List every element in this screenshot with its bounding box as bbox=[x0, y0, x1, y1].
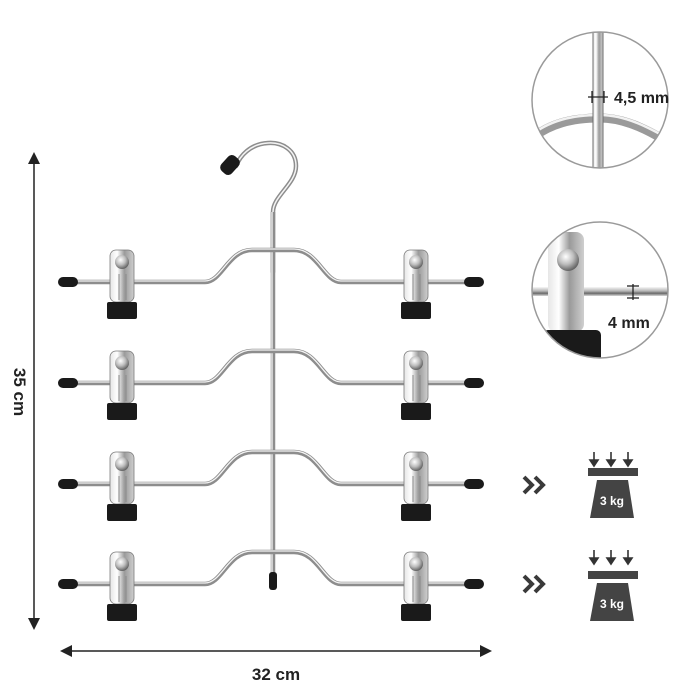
load-indicator-1: 3 kg bbox=[522, 452, 638, 518]
bar-end-cap-right bbox=[464, 378, 484, 388]
bar-thickness-detail: 4 mm bbox=[531, 221, 698, 359]
bar-thickness-marker bbox=[627, 284, 639, 300]
down-arrows-icon bbox=[588, 550, 634, 566]
weight-icon bbox=[590, 480, 634, 518]
weight-plate bbox=[588, 468, 638, 476]
hanger-tier-4 bbox=[58, 549, 484, 621]
load-indicator-2: 3 kg bbox=[522, 550, 638, 621]
hook-tip-cap bbox=[220, 154, 240, 176]
weight-plate bbox=[588, 571, 638, 579]
clip-rubber-pad bbox=[401, 302, 431, 319]
double-chevron-icon bbox=[522, 475, 546, 495]
bar-end-cap-left bbox=[58, 378, 78, 388]
trouser-hanger bbox=[58, 140, 484, 621]
hanger-tier-1 bbox=[58, 247, 484, 319]
clip-rubber-pad bbox=[107, 604, 137, 621]
clip-left-tier-4 bbox=[107, 551, 137, 621]
weight-label-1: 3 kg bbox=[600, 494, 624, 508]
tier-bar bbox=[68, 247, 476, 285]
clip-left-tier-2 bbox=[107, 350, 137, 420]
tier-bar bbox=[68, 348, 476, 386]
tier-bar bbox=[68, 449, 476, 487]
bar-end-cap-left bbox=[58, 277, 78, 287]
tier-bar bbox=[68, 549, 476, 587]
double-chevron-icon bbox=[522, 574, 546, 594]
rod-thickness-label: 4,5 mm bbox=[614, 90, 669, 107]
height-label: 35 cm bbox=[10, 368, 29, 416]
clip-left-tier-1 bbox=[107, 249, 137, 319]
clip-rubber-pad bbox=[107, 504, 137, 521]
down-arrows-icon bbox=[588, 452, 634, 468]
rod-end-cap bbox=[269, 572, 277, 590]
rod-thickness-detail: 4,5 mm bbox=[531, 31, 669, 169]
bar-end-cap-right bbox=[464, 479, 484, 489]
clip-rubber-pad bbox=[107, 403, 137, 420]
width-dimension: 32 cm bbox=[60, 645, 492, 684]
hanger-tier-3 bbox=[58, 449, 484, 521]
clip-right-tier-3 bbox=[401, 451, 431, 521]
clip-rubber-pad bbox=[401, 504, 431, 521]
clip-left-tier-3 bbox=[107, 451, 137, 521]
weight-label-2: 3 kg bbox=[600, 597, 624, 611]
clip-rubber-pad bbox=[401, 403, 431, 420]
clip-right-tier-2 bbox=[401, 350, 431, 420]
hanger-tier-2 bbox=[58, 348, 484, 420]
rod-thickness-marker bbox=[588, 91, 608, 103]
clip-rubber-pad bbox=[401, 604, 431, 621]
bar-thickness-label: 4 mm bbox=[608, 315, 650, 332]
bar-end-cap-left bbox=[58, 479, 78, 489]
clip-right-tier-1 bbox=[401, 249, 431, 319]
width-label: 32 cm bbox=[252, 665, 300, 684]
clip-right-tier-4 bbox=[401, 551, 431, 621]
bar-end-cap-right bbox=[464, 579, 484, 589]
bar-end-cap bbox=[668, 282, 698, 301]
clip-rubber-pad bbox=[107, 302, 137, 319]
bar-end-cap-left bbox=[58, 579, 78, 589]
bar-end-cap-right bbox=[464, 277, 484, 287]
weight-icon bbox=[590, 583, 634, 621]
height-dimension: 35 cm bbox=[10, 152, 40, 630]
